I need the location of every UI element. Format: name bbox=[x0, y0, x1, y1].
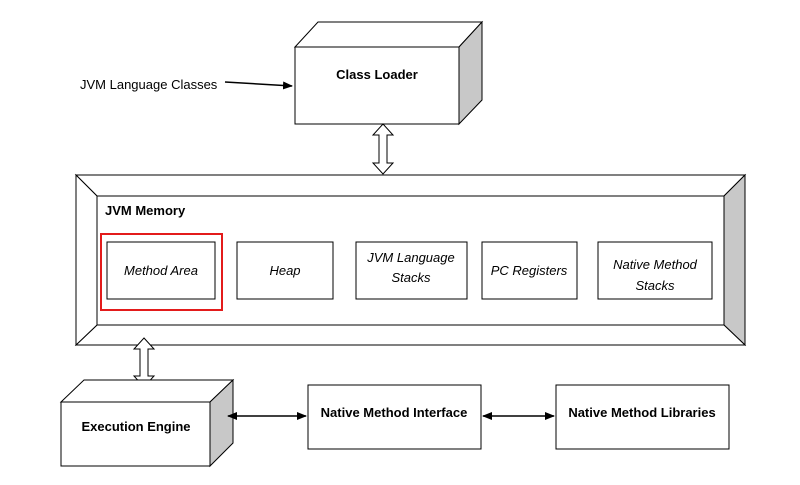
pc-registers-label: PC Registers bbox=[491, 263, 568, 278]
native-method-libraries-label: Native Method Libraries bbox=[568, 405, 715, 420]
input-label: JVM Language Classes bbox=[80, 77, 218, 92]
method-area-box bbox=[106, 241, 216, 300]
native-method-stacks-box bbox=[597, 241, 713, 300]
native-method-interface-box bbox=[307, 384, 482, 450]
class-loader-box: Class Loader bbox=[293, 20, 484, 126]
method-area-highlight bbox=[100, 233, 223, 311]
native-method-libraries-box bbox=[555, 384, 730, 450]
native-method-stacks-label-line1: Native Method bbox=[613, 257, 698, 272]
heap-box bbox=[236, 241, 334, 300]
execution-engine-label: Execution Engine bbox=[81, 419, 190, 434]
jvm-language-stacks-label-line2: Stacks bbox=[391, 270, 431, 285]
pc-registers-box bbox=[481, 241, 578, 300]
jvm-memory-title: JVM Memory bbox=[105, 203, 186, 218]
method-area-label: Method Area bbox=[124, 263, 198, 278]
jvm-language-stacks-box bbox=[355, 241, 468, 300]
loader-memory-double-arrow bbox=[371, 123, 395, 175]
execution-engine-box: Execution Engine bbox=[59, 378, 235, 468]
jvm-language-stacks-label-line1: JVM Language bbox=[366, 250, 454, 265]
native-method-interface-label: Native Method Interface bbox=[321, 405, 468, 420]
heap-label: Heap bbox=[269, 263, 300, 278]
native-method-stacks-label-line2: Stacks bbox=[635, 278, 675, 293]
input-arrow bbox=[224, 81, 293, 90]
class-loader-label: Class Loader bbox=[336, 67, 418, 82]
